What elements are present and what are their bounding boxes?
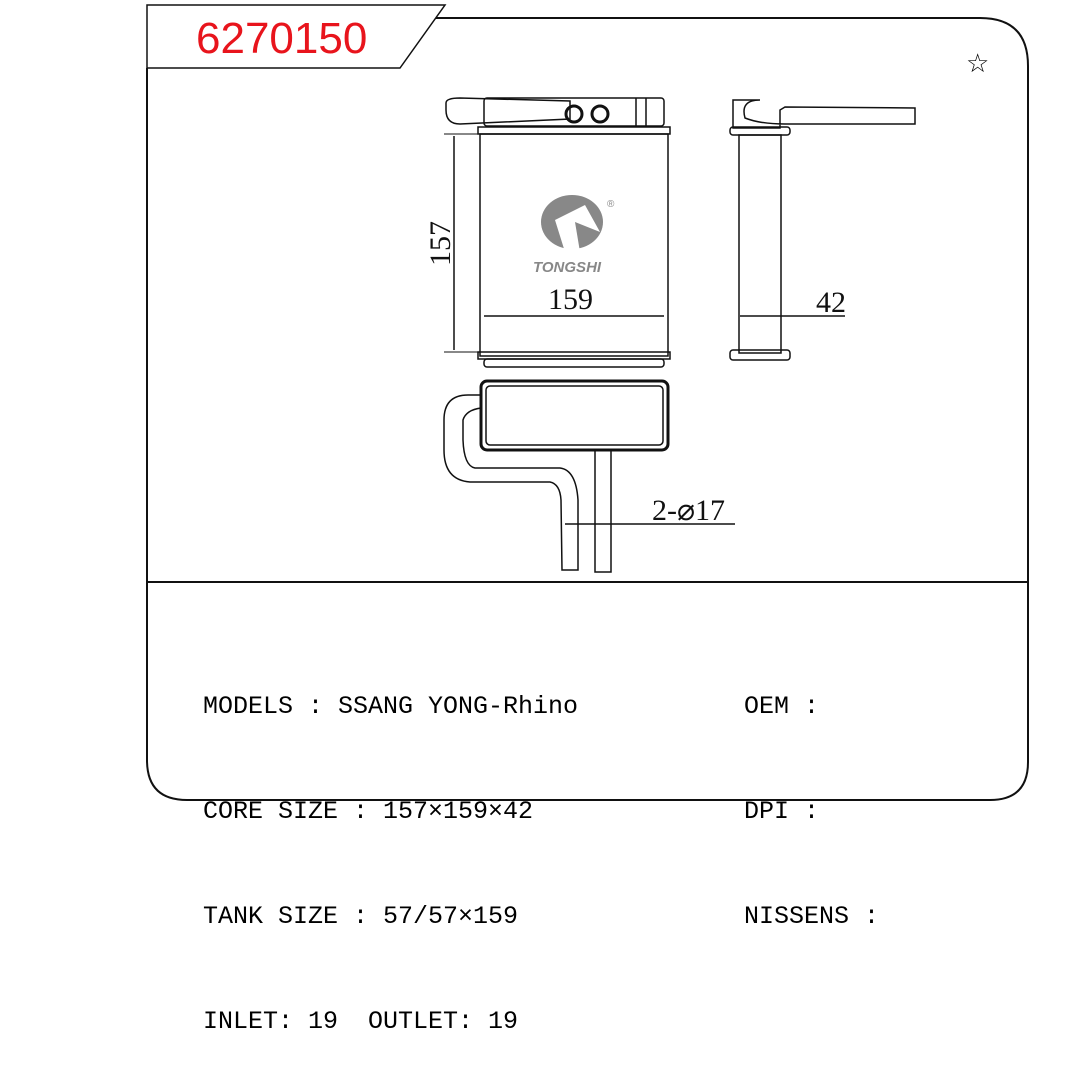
svg-text:®: ® — [607, 199, 615, 210]
spec-dpi: DPI : — [744, 797, 820, 826]
part-number-tab — [146, 4, 447, 69]
card-frame — [146, 4, 1029, 801]
spec-nissens: NISSENS : — [744, 902, 880, 931]
front-view — [444, 97, 671, 368]
technical-drawing: TONGSHI ® 159 42 2-⌀17 157 — [424, 97, 916, 573]
specs-right: OEM : DPI : NISSENS : — [744, 619, 879, 969]
tongshi-logo: TONGSHI ® — [533, 195, 615, 276]
spec-core-size: CORE SIZE : 157×159×42 — [203, 797, 534, 826]
spec-inlet-outlet: INLET: 19 OUTLET: 19 — [203, 1007, 519, 1036]
top-view — [443, 379, 735, 573]
dim-height: 157 — [424, 221, 457, 266]
star-outline-icon[interactable]: ☆ — [966, 48, 990, 78]
dim-width: 159 — [548, 283, 593, 316]
part-number: 6270150 — [196, 14, 368, 63]
dim-depth: 42 — [816, 286, 846, 319]
spec-tank-size: TANK SIZE : 57/57×159 — [203, 902, 519, 931]
dim-pipes: 2-⌀17 — [652, 494, 725, 527]
side-view — [729, 99, 916, 361]
specs-left: MODELS : SSANG YONG-Rhino CORE SIZE : 15… — [203, 619, 578, 1074]
spec-models: MODELS : SSANG YONG-Rhino — [203, 692, 579, 721]
spec-oem: OEM : — [744, 692, 820, 721]
svg-text:TONGSHI: TONGSHI — [533, 259, 602, 276]
